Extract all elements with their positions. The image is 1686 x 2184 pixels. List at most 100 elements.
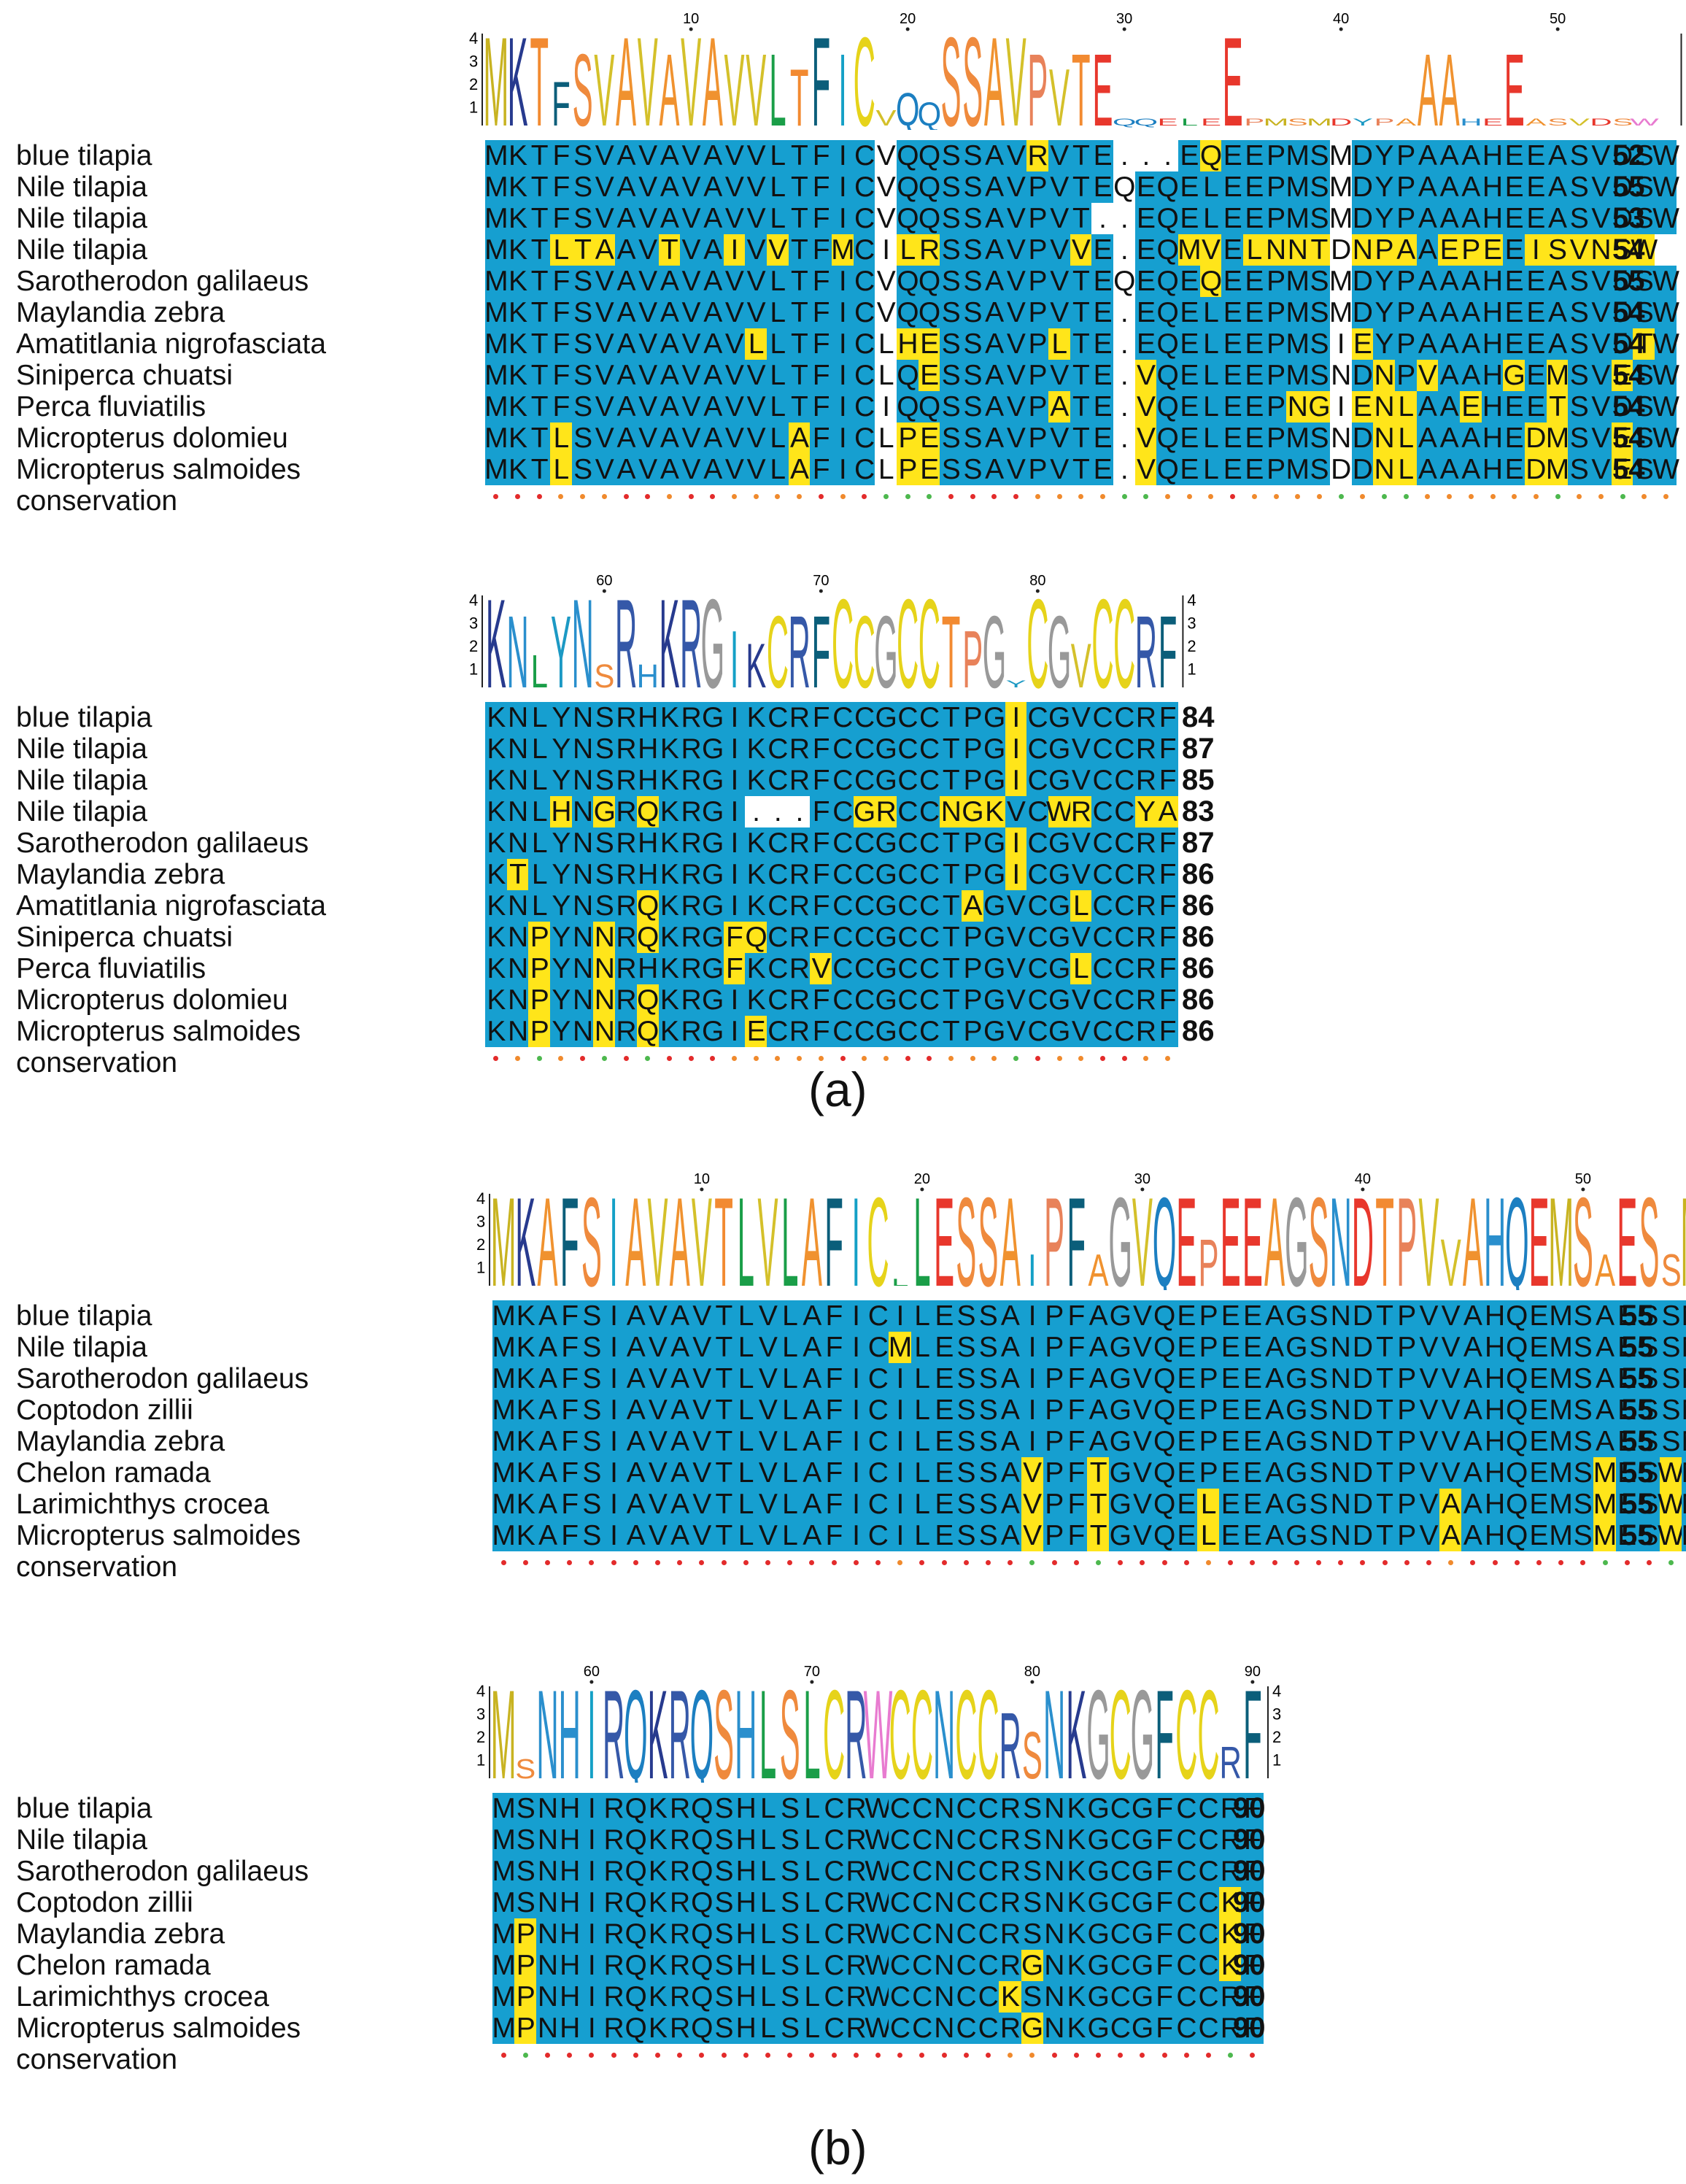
residue: T <box>1373 1394 1396 1426</box>
residue: S <box>1633 140 1655 171</box>
residue: H <box>1481 171 1504 203</box>
residue: E <box>1221 140 1244 171</box>
residue: K <box>485 922 507 953</box>
residue: L <box>1048 328 1070 360</box>
residue: V <box>757 1332 779 1363</box>
residue: Q <box>1153 1300 1175 1332</box>
residue: P <box>1026 391 1048 422</box>
logo-letter: C <box>897 573 919 692</box>
residue: E <box>1527 1363 1550 1394</box>
residue: T <box>528 454 551 485</box>
residue: Y <box>550 702 572 733</box>
residue: G <box>1048 1016 1070 1047</box>
residue: I <box>832 454 854 485</box>
residue: M <box>492 1856 516 1887</box>
residue-count: 55 <box>1621 1300 1654 1332</box>
residue: E <box>1243 328 1265 360</box>
residue: A <box>1263 1394 1285 1426</box>
logo-letter: L <box>769 34 786 130</box>
residue: R <box>999 1793 1021 1824</box>
residue: M <box>1549 1489 1573 1520</box>
residue: S <box>1659 1426 1682 1457</box>
residue: F <box>822 1520 845 1551</box>
residue: P <box>1197 1363 1220 1394</box>
conservation-dot <box>1161 2053 1167 2058</box>
residue: M <box>1329 297 1353 328</box>
residue: A <box>615 266 637 297</box>
conservation-dot <box>1382 494 1388 499</box>
residue: L <box>897 234 919 266</box>
residue: P <box>1043 1457 1065 1489</box>
residue: C <box>897 859 919 890</box>
residue: E <box>1525 328 1547 360</box>
residue: S <box>954 1332 978 1363</box>
residue: E <box>1525 203 1547 234</box>
residue: P <box>1395 1489 1418 1520</box>
residue: H <box>1483 1363 1506 1394</box>
logo-letter: L <box>913 1171 930 1290</box>
residue: C <box>918 1016 940 1047</box>
residue: V <box>757 1300 779 1332</box>
residue: T <box>788 171 811 203</box>
residue: C <box>766 953 789 984</box>
conservation-dot <box>580 494 586 499</box>
residue: F <box>723 922 746 953</box>
conservation-dot <box>558 494 564 499</box>
residue: Y <box>550 984 572 1016</box>
logo-position-tick: 40 <box>1333 11 1349 27</box>
residue: E <box>1481 234 1504 266</box>
residue: K <box>658 702 681 733</box>
residue: A <box>615 171 637 203</box>
panel-label: (b) <box>808 2121 867 2175</box>
residue: S <box>1571 1300 1594 1332</box>
residue: L <box>528 890 551 922</box>
residue: A <box>1087 1394 1110 1426</box>
residue: M <box>1681 1489 1686 1520</box>
residue: P <box>514 1981 537 2013</box>
conservation-dot <box>522 2053 528 2058</box>
residue: S <box>571 203 594 234</box>
residue: M <box>492 1300 516 1332</box>
residue: I <box>580 1918 603 1950</box>
residue: C <box>918 733 940 765</box>
residue: C <box>853 922 875 953</box>
residue: Q <box>624 1950 647 1981</box>
residue: C <box>1197 1981 1220 2013</box>
residue: V <box>646 1332 669 1363</box>
residue: T <box>1070 391 1092 422</box>
residue-count: 54 <box>1612 422 1645 454</box>
residue: E <box>1175 1300 1197 1332</box>
residue: N <box>506 1016 529 1047</box>
logo-letter: E <box>1176 1171 1196 1290</box>
residue: N <box>1329 1489 1352 1520</box>
residue: S <box>962 140 983 171</box>
residue: C <box>822 1950 845 1981</box>
residue: R <box>680 1016 702 1047</box>
logo-letter: M <box>483 11 508 130</box>
residue: C <box>822 2013 845 2044</box>
residue: Y <box>550 953 572 984</box>
residue: A <box>983 454 1005 485</box>
residue: V <box>636 422 659 454</box>
logo-letter: S <box>594 657 614 692</box>
residue: V <box>1048 234 1070 266</box>
residue: V <box>680 328 702 360</box>
residue: C <box>1026 984 1048 1016</box>
residue: D <box>1351 422 1374 454</box>
residue: F <box>1156 984 1178 1016</box>
residue: D <box>1351 360 1374 391</box>
residue: T <box>528 422 551 454</box>
residue: F <box>558 1489 581 1520</box>
residue: C <box>766 922 789 953</box>
residue: S <box>1633 203 1655 234</box>
residue: C <box>897 1016 919 1047</box>
residue: V <box>1005 796 1027 827</box>
residue: Q <box>1156 454 1179 485</box>
residue: L <box>800 1887 823 1918</box>
residue: R <box>845 1950 867 1981</box>
residue: M <box>1285 454 1310 485</box>
